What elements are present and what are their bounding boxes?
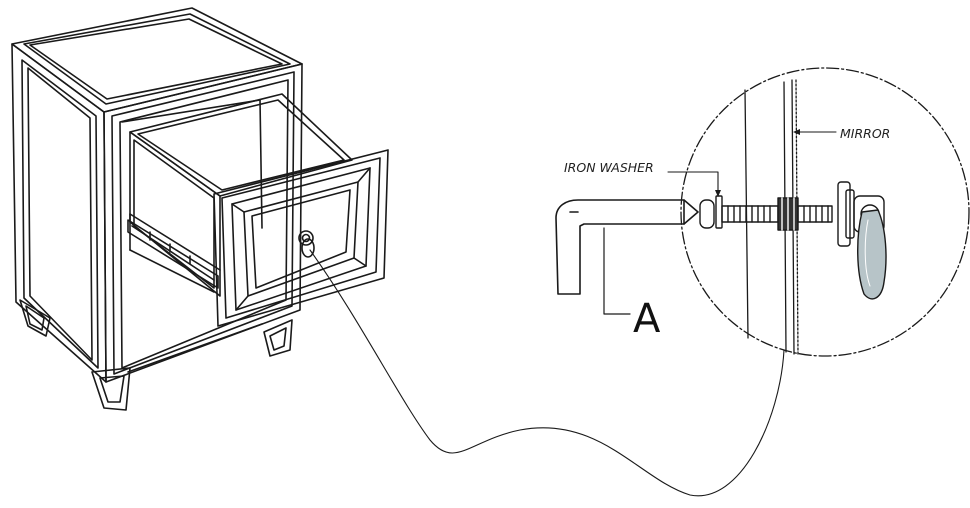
allen-key-drawing [555, 199, 699, 295]
pull-ring-handle [857, 209, 887, 300]
iron-washer-label: IRON WASHER [564, 160, 654, 175]
iron-washer-leader [667, 171, 719, 197]
drawer-slide [127, 219, 219, 289]
nightstand-drawing [11, 7, 389, 411]
allen-key-leader [603, 227, 631, 315]
allen-key-label: A [633, 296, 661, 342]
cabinet-top [11, 7, 303, 113]
mirror-arrow [793, 129, 800, 135]
hex-nut [777, 197, 799, 231]
iron-washer-arrow [715, 190, 721, 197]
drawer-ring-pull [298, 230, 315, 258]
mirror-label: MIRROR [840, 126, 890, 141]
threaded-bolt [721, 205, 779, 223]
detail-magnifier [680, 67, 970, 357]
cabinet-opening [121, 99, 263, 293]
cabinet-left-side [11, 43, 107, 383]
drawer-box [129, 93, 353, 297]
cabinet-legs [19, 299, 293, 411]
callout-curve [309, 249, 785, 497]
drawer-front [213, 149, 389, 327]
threaded-bolt-right [797, 205, 833, 223]
drawer-pull-assembly-detail [699, 181, 887, 300]
